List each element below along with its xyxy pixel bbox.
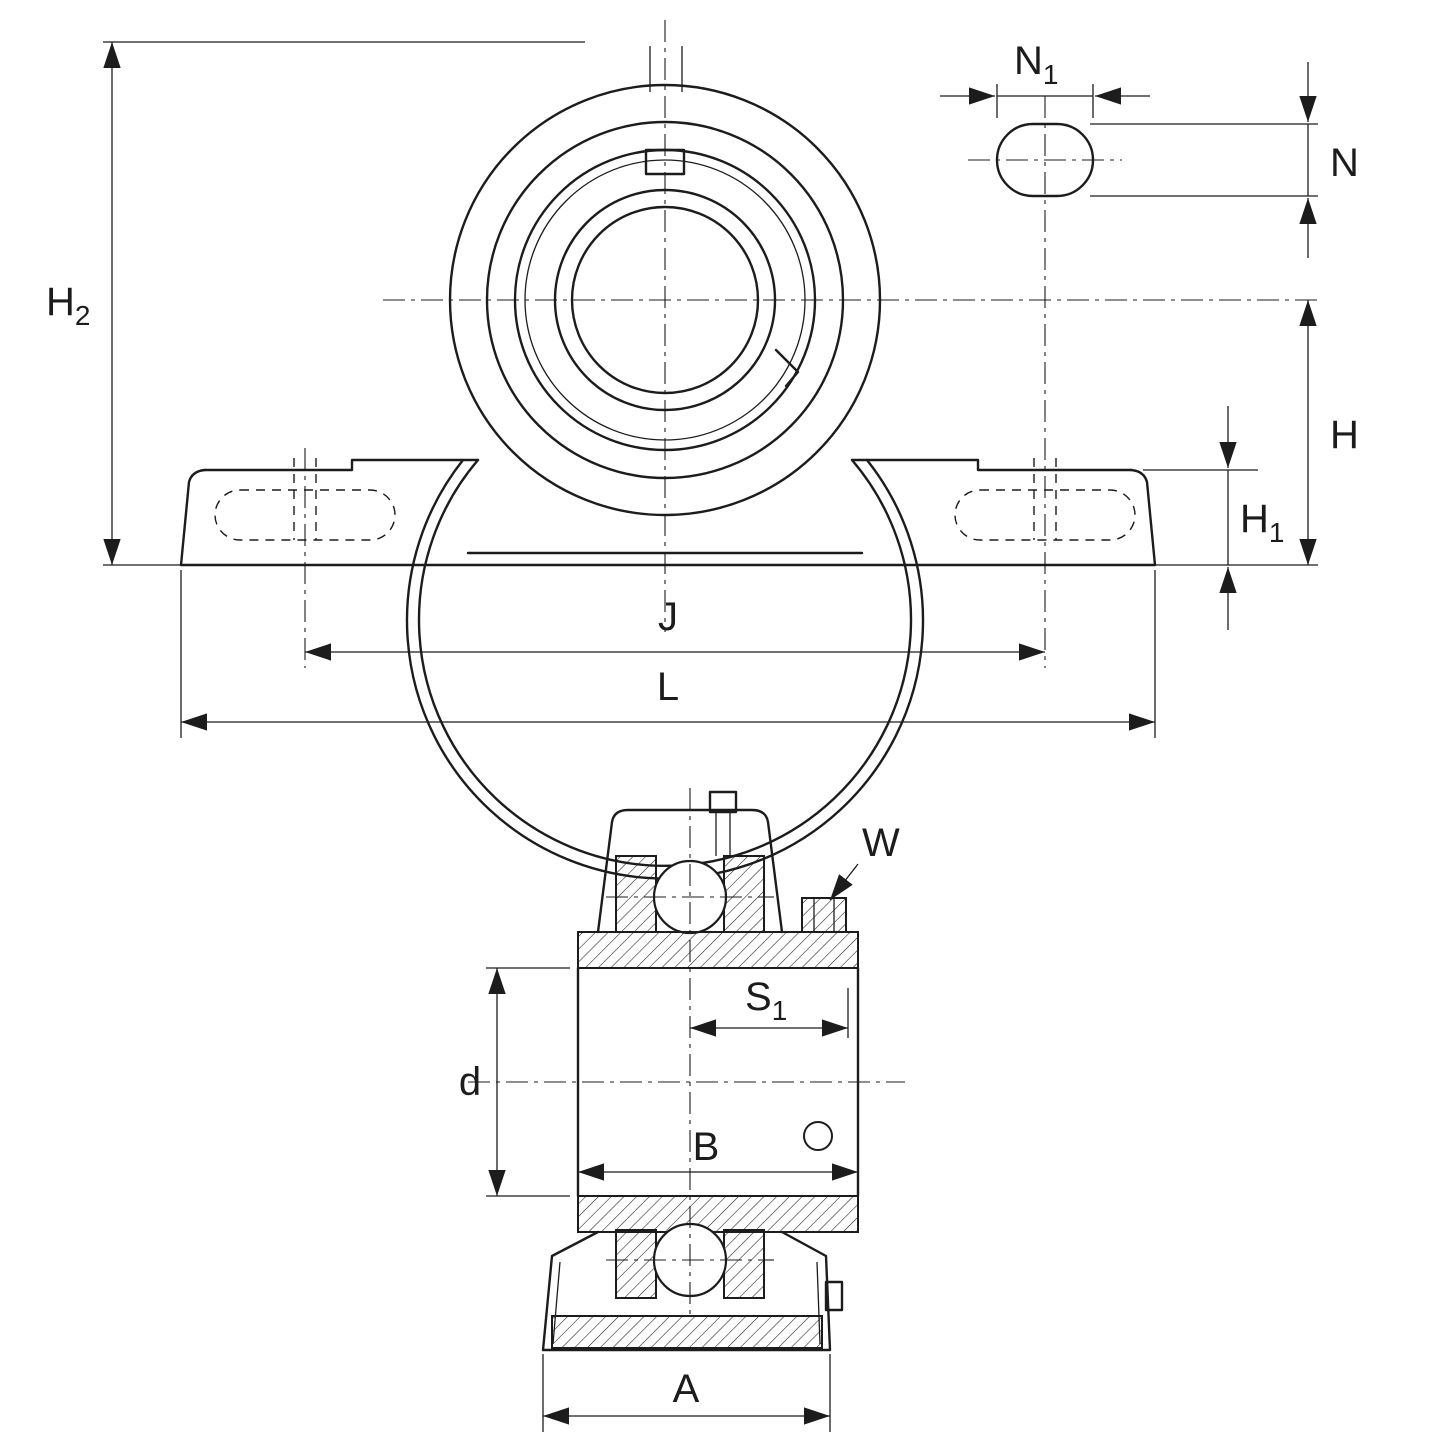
bore-circle	[570, 205, 760, 395]
base-section-hatch	[551, 1315, 823, 1349]
front-view	[179, 20, 1318, 880]
seal-circle-inner	[524, 159, 806, 441]
dim-label-h2: H2	[46, 280, 90, 331]
base-outline	[179, 468, 1157, 567]
outer-ring-circle	[485, 120, 845, 480]
housing-seat-circle	[448, 83, 882, 517]
side-section-view	[468, 788, 905, 1352]
grease-fitting	[708, 790, 738, 814]
eccentric-pin-mark	[774, 348, 800, 388]
side-base-outline	[541, 1230, 832, 1352]
dim-label-d: d	[459, 1060, 481, 1104]
dim-label-h1: H1	[1240, 497, 1284, 548]
inner-ring-circle	[553, 188, 777, 412]
housing-arch-inner	[417, 458, 913, 868]
dim-label-l: L	[657, 665, 679, 709]
dim-label-n1: N1	[1014, 39, 1058, 90]
w-leader-line	[829, 863, 859, 901]
dim-label-n: N	[1330, 141, 1359, 185]
dimension-labels: H2 N1 N H H1 J L W S1 d B A	[46, 39, 1359, 1411]
dimensions-front	[103, 41, 1318, 738]
right-foot-top	[850, 458, 1133, 472]
dim-label-j: J	[658, 595, 678, 639]
dimensions-side	[486, 863, 859, 1432]
locking-slot	[644, 148, 686, 176]
outer-ring-section	[723, 1229, 765, 1299]
outer-ring-section	[723, 855, 765, 933]
outer-ring-section	[615, 1229, 657, 1299]
outer-ring-section	[615, 855, 657, 933]
inner-ring-section-top	[577, 931, 859, 969]
base-side-tab	[824, 1280, 844, 1312]
inner-ring-section-bottom	[577, 1195, 859, 1233]
left-foot-top	[203, 458, 480, 472]
dim-label-w: W	[862, 821, 900, 865]
lube-hole	[803, 1121, 833, 1151]
setscrew	[801, 897, 847, 933]
dim-label-b: B	[693, 1125, 720, 1169]
dim-label-a: A	[673, 1367, 700, 1411]
dim-label-s1: S1	[745, 975, 787, 1026]
dim-label-h: H	[1330, 413, 1359, 457]
